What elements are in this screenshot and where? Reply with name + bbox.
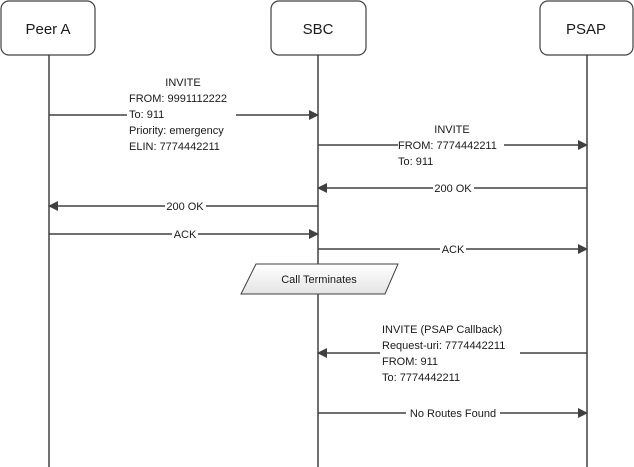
message-label-line: To: 911 <box>398 156 433 168</box>
actor-peer-a: Peer A <box>0 0 96 467</box>
message-200ok-sbc-to-peer-a: 200 OK <box>48 201 318 213</box>
note-shape <box>240 263 399 295</box>
actor-box-sbc <box>270 0 367 56</box>
message-label-line: FROM: 911 <box>382 356 438 368</box>
message-label-line: Priority: emergency <box>129 125 224 137</box>
message-label-line: FROM: 9991112222 <box>129 93 227 105</box>
message-label: 200 OK <box>434 183 472 195</box>
note-label: Call Terminates <box>281 274 357 286</box>
message-invite-callback-psap-to-sbc: INVITE (PSAP Callback) Request-uri: 7774… <box>317 324 587 384</box>
actor-label-psap: PSAP <box>566 21 606 38</box>
message-label-line: Request-uri: 7774442211 <box>382 340 505 352</box>
message-invite-sbc-to-psap: INVITE FROM: 7774442211 To: 911 <box>318 124 588 168</box>
message-label: No Routes Found <box>410 408 496 420</box>
actor-psap: PSAP <box>539 0 634 467</box>
actor-label-peer-a: Peer A <box>25 21 70 38</box>
message-label-line: FROM: 7774442211 <box>398 140 497 152</box>
message-label: 200 OK <box>166 201 204 213</box>
note-call-terminates: Call Terminates <box>240 263 399 295</box>
message-no-routes-sbc-to-psap: No Routes Found <box>318 408 588 420</box>
message-label: ACK <box>174 229 197 241</box>
message-label-line: To: 911 <box>129 109 164 121</box>
message-label: ACK <box>442 244 465 256</box>
message-200ok-psap-to-sbc: 200 OK <box>317 183 587 195</box>
actor-box-psap <box>539 0 634 56</box>
actor-label-sbc: SBC <box>303 21 334 38</box>
message-label-line: ELIN: 7774442211 <box>129 141 220 153</box>
message-ack-peer-a-to-sbc: ACK <box>49 229 319 241</box>
actor-sbc: SBC <box>270 0 367 467</box>
message-label-line: To: 7774442211 <box>382 372 460 384</box>
actor-box-peer-a <box>0 0 96 56</box>
message-label-line: INVITE <box>165 77 200 89</box>
message-ack-sbc-to-psap: ACK <box>318 244 588 256</box>
message-invite-peer-a-to-sbc: INVITE FROM: 9991112222 To: 911 Priority… <box>49 77 319 153</box>
message-label-line: INVITE (PSAP Callback) <box>382 324 502 336</box>
message-label-line: INVITE <box>434 124 469 136</box>
